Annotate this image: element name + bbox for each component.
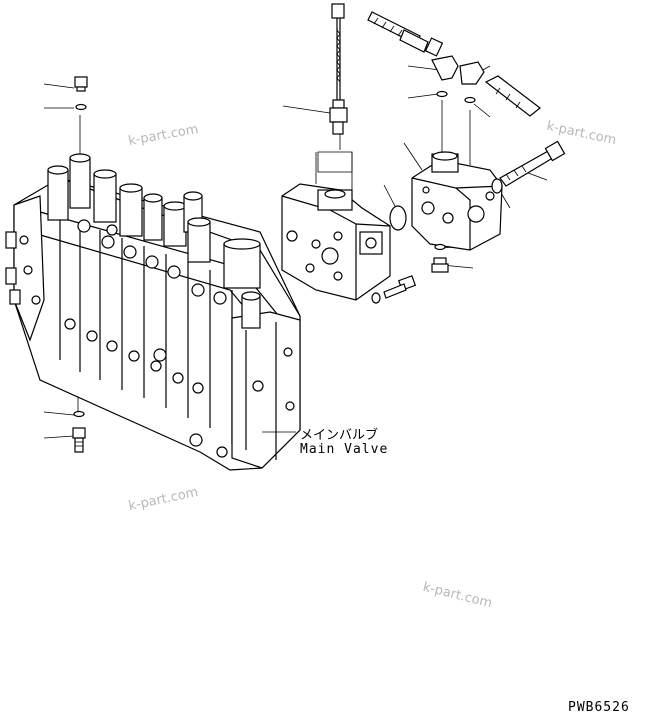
mount-bolt (371, 275, 417, 304)
label-japanese: メインバルブ (300, 428, 379, 443)
pressure-sensor (329, 3, 348, 135)
o-ring (389, 205, 407, 231)
left-plug-fitting-top (74, 76, 88, 111)
tee-fitting (459, 61, 485, 104)
valve-caps (47, 153, 261, 329)
left-plug-fitting-bottom (72, 410, 86, 453)
plug-under-valve (431, 243, 449, 273)
cut-off-valve (411, 151, 503, 251)
hose-right (484, 75, 541, 117)
elbow-fitting (431, 55, 459, 98)
label-english: Main Valve (300, 442, 389, 457)
manifold-block (281, 151, 391, 301)
drawing-code: PWB6526 (568, 700, 630, 715)
long-bolt (491, 140, 566, 194)
hose-top (367, 11, 444, 57)
valve-bolts (19, 219, 295, 458)
